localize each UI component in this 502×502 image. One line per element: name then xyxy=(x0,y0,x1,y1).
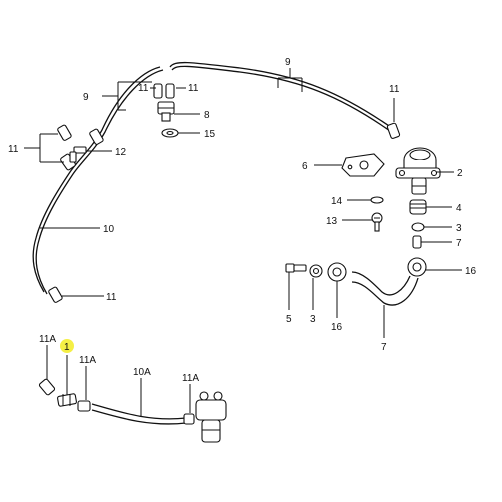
hose-clamp-11a-c xyxy=(183,413,195,425)
callout-11a-right: 11A xyxy=(182,373,199,384)
callout-11-top-left: 11 xyxy=(138,83,149,94)
hose-clamp-11-f xyxy=(386,122,401,139)
callout-14: 14 xyxy=(331,196,343,207)
vacuum-hose-top xyxy=(169,61,393,132)
callout-10: 10 xyxy=(103,224,115,235)
screw-5 xyxy=(285,263,307,273)
t-connector-12 xyxy=(69,146,87,163)
highlight-marker xyxy=(60,339,74,353)
hose-clamp-11-b xyxy=(89,128,104,145)
callout-7-bottom: 7 xyxy=(381,342,387,353)
callout-5: 5 xyxy=(286,314,292,325)
screw-13 xyxy=(371,212,383,232)
hose-clamp-11-e xyxy=(165,83,175,99)
callout-3-bottom: 3 xyxy=(310,314,316,325)
callout-6: 6 xyxy=(302,161,308,172)
hose-clamp-11-g xyxy=(48,286,63,303)
check-valve-1 xyxy=(57,393,77,407)
callout-2: 2 xyxy=(457,168,463,179)
callout-9-top: 9 xyxy=(285,57,291,68)
callout-11a-mid: 11A xyxy=(79,355,96,366)
callout-10a: 10A xyxy=(133,367,151,378)
gasket-6 xyxy=(341,153,385,177)
callout-13: 13 xyxy=(326,216,338,227)
fitting-16-b xyxy=(327,262,347,282)
callout-15: 15 xyxy=(204,129,216,140)
hose-clamp-11-a xyxy=(57,124,72,141)
connector-8 xyxy=(157,101,175,122)
callout-11-right: 11 xyxy=(389,84,400,95)
callout-1: 1 xyxy=(64,342,70,353)
sleeve-7-a xyxy=(412,235,422,249)
hose-7 xyxy=(351,271,419,306)
callout-8: 8 xyxy=(204,110,210,121)
callout-7-right: 7 xyxy=(456,238,462,249)
callout-16-bottom: 16 xyxy=(331,322,343,333)
hose-10a xyxy=(91,403,187,425)
callout-11-top-right: 11 xyxy=(188,83,199,94)
nut-4 xyxy=(409,199,427,215)
callout-11a-left: 11A xyxy=(39,334,56,345)
washer-14 xyxy=(370,196,384,204)
hose-clamp-11-d xyxy=(153,83,163,99)
callout-16-right: 16 xyxy=(465,266,477,277)
callout-11-left: 11 xyxy=(8,144,19,155)
leader-lines xyxy=(24,68,462,416)
hose-clamp-11a-a xyxy=(38,378,56,396)
callout-9-left: 9 xyxy=(83,92,89,103)
ring-3-a xyxy=(411,222,425,232)
ring-3-b xyxy=(309,264,323,278)
callout-3-right: 3 xyxy=(456,223,462,234)
callout-12: 12 xyxy=(115,147,127,158)
hose-clamp-11a-b xyxy=(77,400,91,412)
vacuum-hose-main xyxy=(32,66,164,295)
vacuum-unit-2 xyxy=(395,147,441,195)
callout-4: 4 xyxy=(456,203,462,214)
fitting-16-a xyxy=(407,257,427,277)
washer-15-hole xyxy=(166,130,174,136)
distributor-housing xyxy=(195,391,227,443)
callout-11-bottom: 11 xyxy=(106,292,117,303)
